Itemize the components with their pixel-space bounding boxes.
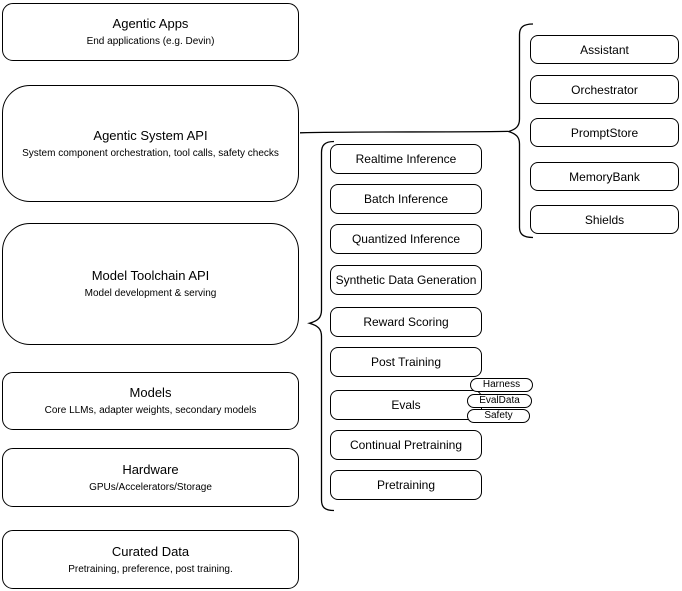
box-label: Evals xyxy=(391,398,421,412)
box-title: Model Toolchain API xyxy=(91,268,210,283)
box-quantized-inference: Quantized Inference xyxy=(330,224,482,254)
box-continual-pretraining: Continual Pretraining xyxy=(330,430,482,460)
box-orchestrator: Orchestrator xyxy=(530,75,679,104)
box-models: Models Core LLMs, adapter weights, secon… xyxy=(2,372,299,430)
pill-safety: Safety xyxy=(467,409,530,423)
box-promptstore: PromptStore xyxy=(530,118,679,147)
pill-evaldata: EvalData xyxy=(467,394,532,408)
box-evals: Evals xyxy=(330,390,482,420)
box-title: Agentic System API xyxy=(93,127,208,143)
box-title: Hardware xyxy=(122,461,179,477)
box-assistant: Assistant xyxy=(530,35,679,64)
box-label: MemoryBank xyxy=(569,169,640,184)
box-label: Post Training xyxy=(370,355,442,369)
pill-label: EvalData xyxy=(479,395,520,406)
box-subtitle: Model development & serving xyxy=(84,288,217,299)
box-shields: Shields xyxy=(530,205,679,234)
box-title: Curated Data xyxy=(111,543,190,559)
box-subtitle: GPUs/Accelerators/Storage xyxy=(89,481,212,493)
box-curated-data: Curated Data Pretraining, preference, po… xyxy=(2,530,299,589)
pill-label: Harness xyxy=(482,379,521,390)
box-label: PromptStore xyxy=(570,125,639,140)
pill-harness: Harness xyxy=(470,378,533,392)
box-label: Quantized Inference xyxy=(351,232,461,246)
box-label: Shields xyxy=(584,212,625,227)
box-label: Synthetic Data Generation xyxy=(335,273,477,287)
box-label: Continual Pretraining xyxy=(349,438,463,452)
box-pretraining: Pretraining xyxy=(330,470,482,500)
box-reward-scoring: Reward Scoring xyxy=(330,307,482,337)
box-subtitle: Pretraining, preference, post training. xyxy=(68,563,233,575)
pill-label: Safety xyxy=(484,410,513,421)
box-title: Models xyxy=(129,385,172,400)
box-post-training: Post Training xyxy=(330,347,482,377)
box-title: Agentic Apps xyxy=(112,16,189,31)
box-label: Realtime Inference xyxy=(355,152,457,166)
box-label: Orchestrator xyxy=(571,82,638,97)
connector-system-api-line xyxy=(299,130,509,134)
box-label: Assistant xyxy=(580,42,629,57)
box-label: Pretraining xyxy=(376,478,436,492)
box-agentic-apps: Agentic Apps End applications (e.g. Devi… xyxy=(2,3,299,61)
box-subtitle: Core LLMs, adapter weights, secondary mo… xyxy=(44,405,257,416)
box-batch-inference: Batch Inference xyxy=(330,184,482,214)
box-subtitle: System component orchestration, tool cal… xyxy=(22,147,279,159)
box-memorybank: MemoryBank xyxy=(530,162,679,191)
box-hardware: Hardware GPUs/Accelerators/Storage xyxy=(2,448,299,507)
box-realtime-inference: Realtime Inference xyxy=(330,144,482,174)
box-agentic-system-api: Agentic System API System component orch… xyxy=(2,85,299,202)
box-subtitle: End applications (e.g. Devin) xyxy=(86,36,215,47)
box-label: Batch Inference xyxy=(363,192,449,206)
box-label: Reward Scoring xyxy=(363,315,449,329)
box-model-toolchain-api: Model Toolchain API Model development & … xyxy=(2,223,299,345)
box-synthetic-data-generation: Synthetic Data Generation xyxy=(330,265,482,295)
